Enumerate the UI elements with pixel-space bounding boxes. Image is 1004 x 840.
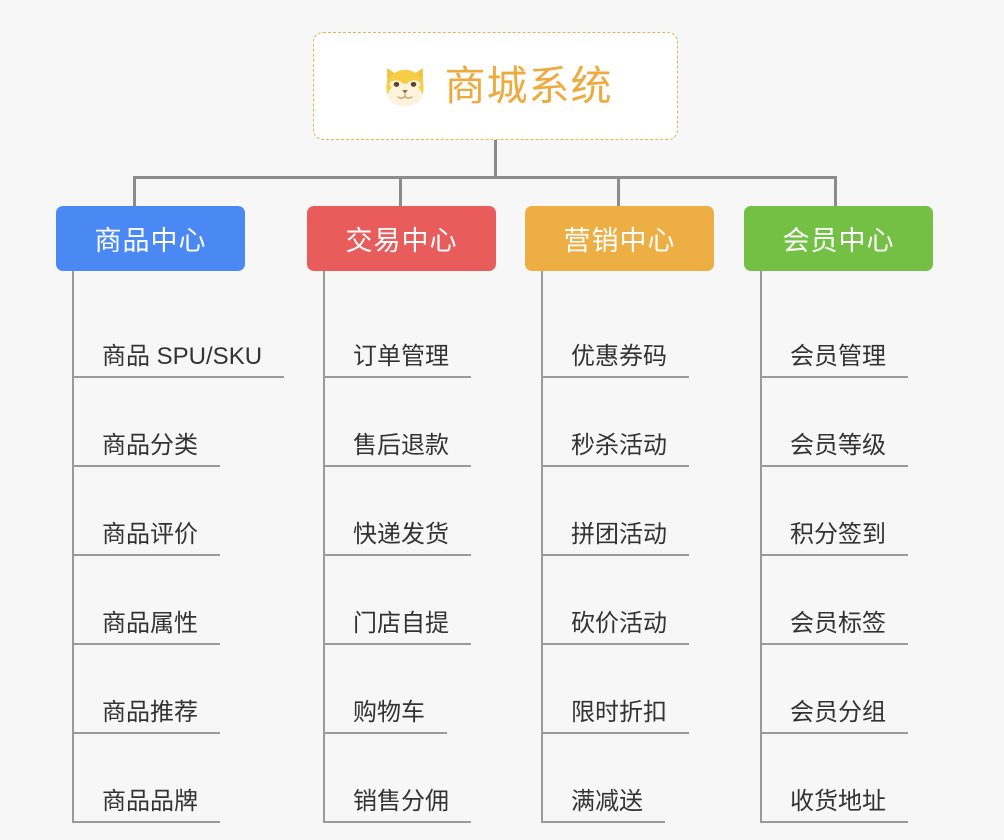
category-header-member[interactable]: 会员中心: [744, 206, 933, 271]
leaf-label: 商品分类: [74, 430, 220, 467]
leaf-label: 商品推荐: [74, 697, 220, 734]
list-item[interactable]: 会员分组: [762, 645, 933, 734]
leaf-label: 会员等级: [762, 430, 908, 467]
category-header-trade[interactable]: 交易中心: [307, 206, 496, 271]
root-label: 商城系统: [444, 62, 613, 109]
list-item[interactable]: 门店自提: [325, 556, 496, 645]
leaf-label: 商品 SPU/SKU: [74, 341, 285, 378]
category-header-marketing[interactable]: 营销中心: [525, 206, 714, 271]
category-column-product: 商品中心 商品 SPU/SKU 商品分类 商品评价 商品属性 商品推荐 商品品牌: [56, 206, 285, 823]
leaf-label: 优惠券码: [543, 341, 689, 378]
connector-drop-4: [834, 176, 837, 206]
leaf-label: 商品属性: [74, 608, 220, 645]
list-item[interactable]: 商品属性: [74, 556, 245, 645]
category-column-marketing: 营销中心 优惠券码 秒杀活动 拼团活动 砍价活动 限时折扣 满减送: [525, 206, 714, 823]
list-item[interactable]: 购物车: [325, 645, 496, 734]
leaf-label: 商品评价: [74, 519, 220, 556]
leaf-list-marketing: 优惠券码 秒杀活动 拼团活动 砍价活动 限时折扣 满减送: [541, 271, 714, 823]
leaf-list-product: 商品 SPU/SKU 商品分类 商品评价 商品属性 商品推荐 商品品牌: [72, 271, 285, 823]
leaf-label: 积分签到: [762, 519, 908, 556]
leaf-label: 门店自提: [325, 608, 471, 645]
leaf-label: 拼团活动: [543, 519, 689, 556]
leaf-label: 会员管理: [762, 341, 908, 378]
connector-drop-2: [399, 176, 402, 206]
list-item[interactable]: 积分签到: [762, 467, 933, 556]
leaf-label: 快递发货: [325, 519, 471, 556]
leaf-label: 会员分组: [762, 697, 908, 734]
leaf-list-member: 会员管理 会员等级 积分签到 会员标签 会员分组 收货地址: [760, 271, 933, 823]
leaf-list-trade: 订单管理 售后退款 快递发货 门店自提 购物车 销售分佣: [323, 271, 496, 823]
list-item[interactable]: 快递发货: [325, 467, 496, 556]
list-item[interactable]: 砍价活动: [543, 556, 714, 645]
shiba-dog-face-icon: [379, 60, 431, 112]
list-item[interactable]: 商品分类: [74, 378, 245, 467]
list-item[interactable]: 会员标签: [762, 556, 933, 645]
connector-drop-1: [133, 176, 136, 206]
leaf-label: 销售分佣: [325, 786, 471, 823]
list-item[interactable]: 会员管理: [762, 289, 933, 378]
connector-horizontal-bus: [133, 176, 837, 179]
list-item[interactable]: 收货地址: [762, 734, 933, 823]
list-item[interactable]: 拼团活动: [543, 467, 714, 556]
list-item[interactable]: 会员等级: [762, 378, 933, 467]
category-header-label: 商品中心: [94, 226, 207, 256]
list-item[interactable]: 满减送: [543, 734, 714, 823]
leaf-label: 订单管理: [325, 341, 471, 378]
list-item[interactable]: 商品评价: [74, 467, 245, 556]
root-node[interactable]: 商城系统: [313, 32, 678, 140]
leaf-label: 售后退款: [325, 430, 471, 467]
list-item[interactable]: 售后退款: [325, 378, 496, 467]
category-header-product[interactable]: 商品中心: [56, 206, 245, 271]
category-column-trade: 交易中心 订单管理 售后退款 快递发货 门店自提 购物车 销售分佣: [307, 206, 496, 823]
leaf-label: 购物车: [325, 697, 447, 734]
leaf-label: 砍价活动: [543, 608, 689, 645]
list-item[interactable]: 优惠券码: [543, 289, 714, 378]
leaf-label: 满减送: [543, 786, 665, 823]
connector-root-stem: [494, 140, 497, 178]
list-item[interactable]: 商品推荐: [74, 645, 245, 734]
list-item[interactable]: 销售分佣: [325, 734, 496, 823]
category-header-label: 会员中心: [782, 226, 895, 256]
leaf-label: 限时折扣: [543, 697, 689, 734]
list-item[interactable]: 秒杀活动: [543, 378, 714, 467]
leaf-label: 商品品牌: [74, 786, 220, 823]
list-item[interactable]: 订单管理: [325, 289, 496, 378]
connector-drop-3: [617, 176, 620, 206]
category-column-member: 会员中心 会员管理 会员等级 积分签到 会员标签 会员分组 收货地址: [744, 206, 933, 823]
list-item[interactable]: 限时折扣: [543, 645, 714, 734]
category-header-label: 营销中心: [563, 226, 676, 256]
leaf-label: 收货地址: [762, 786, 908, 823]
list-item[interactable]: 商品品牌: [74, 734, 245, 823]
list-item[interactable]: 商品 SPU/SKU: [74, 289, 285, 378]
leaf-label: 会员标签: [762, 608, 908, 645]
leaf-label: 秒杀活动: [543, 430, 689, 467]
category-header-label: 交易中心: [345, 226, 458, 256]
